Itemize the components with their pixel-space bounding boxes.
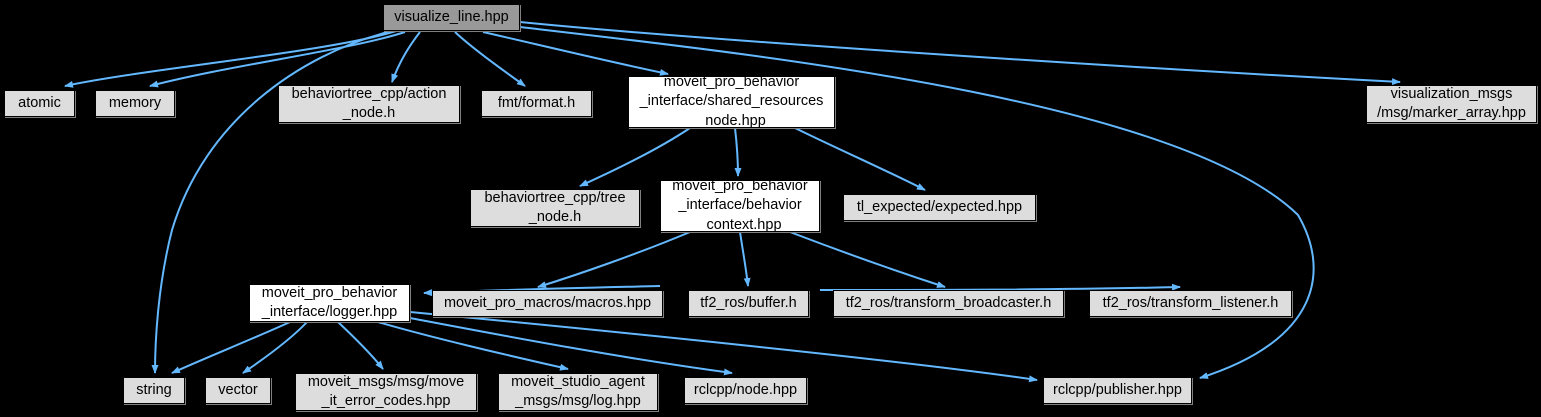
node-string[interactable]: string (123, 377, 185, 404)
node-visualize_line[interactable]: visualize_line.hpp (383, 4, 520, 31)
edge-logger-to-rclcpp_publisher (409, 311, 1038, 383)
node-rclcpp_publisher[interactable]: rclcpp/publisher.hpp (1043, 377, 1192, 404)
node-rclcpp_node[interactable]: rclcpp/node.hpp (684, 377, 807, 404)
edge-logger-to-vector (242, 321, 308, 374)
node-tf2_broadcaster[interactable]: tf2_ros/transform_broadcaster.h (833, 290, 1064, 317)
edge-visualize_line-to-fmt_format (454, 31, 526, 87)
node-tf2_buffer[interactable]: tf2_ros/buffer.h (688, 290, 809, 317)
node-agent_msgs_log[interactable]: moveit_studio_agent _msgs/msg/log.hpp (498, 373, 658, 411)
node-memory[interactable]: memory (95, 90, 175, 117)
node-moveit_msgs_errors[interactable]: moveit_msgs/msg/move _it_error_codes.hpp (295, 373, 477, 411)
node-shared_resources_node[interactable]: moveit_pro_behavior _interface/shared_re… (628, 74, 835, 129)
edge-visualize_line-to-shared_resources_node (482, 31, 669, 76)
node-vector[interactable]: vector (205, 377, 271, 404)
node-atomic[interactable]: atomic (4, 90, 75, 117)
node-logger[interactable]: moveit_pro_behavior _interface/logger.hp… (249, 284, 410, 322)
edge-logger-to-moveit_msgs_errors (337, 321, 384, 370)
edge-behavior_context-to-tf2_broadcaster (789, 231, 946, 288)
node-bt_action_node[interactable]: behaviortree_cpp/action _node.h (278, 85, 460, 123)
edge-logger-to-rclcpp_node (409, 317, 733, 376)
edge-behavior_context-to-tf2_buffer (739, 231, 751, 287)
edge-logger-to-agent_msgs_log (377, 321, 569, 371)
edge-shared_resources_node-to-behavior_context (734, 127, 742, 177)
edge-behavior_context-to-macros (537, 231, 691, 288)
edge-visualize_line-to-bt_action_node (391, 31, 421, 83)
node-fmt_format[interactable]: fmt/format.h (481, 90, 592, 117)
node-tl_expected[interactable]: tl_expected/expected.hpp (843, 194, 1036, 221)
node-macros[interactable]: moveit_pro_macros/macros.hpp (432, 290, 663, 317)
node-tf2_listener[interactable]: tf2_ros/transform_listener.h (1089, 290, 1292, 317)
node-bt_tree_node[interactable]: behaviortree_cpp/tree _node.h (470, 189, 640, 227)
edge-visualize_line-to-atomic (64, 30, 397, 88)
edge-logger-to-string (171, 321, 291, 374)
node-visualization_msgs[interactable]: visualization_msgs /msg/marker_array.hpp (1366, 85, 1537, 123)
edge-visualize_line-to-memory (149, 31, 406, 88)
node-behavior_context[interactable]: moveit_pro_behavior _interface/behavior … (660, 178, 820, 233)
